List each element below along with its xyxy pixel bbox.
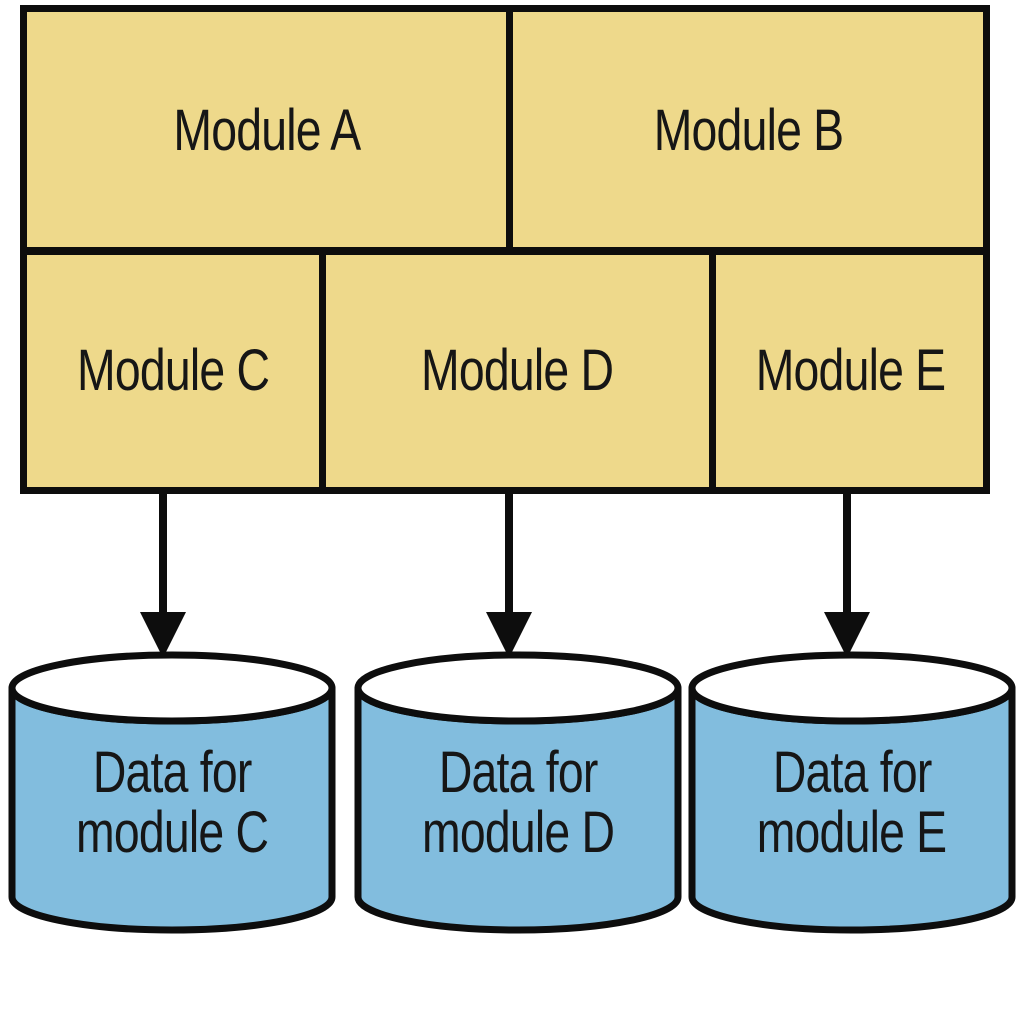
module-d-box: Module D bbox=[326, 255, 709, 486]
arrow-head-icon bbox=[824, 612, 870, 658]
datastore-d-label: Data for module D bbox=[358, 738, 678, 868]
module-d-label: Module D bbox=[421, 338, 614, 403]
datastore-e-label: Data for module E bbox=[692, 738, 1012, 868]
divider-module-d-e bbox=[709, 255, 716, 494]
module-a-box: Module A bbox=[27, 13, 506, 247]
arrow-module-c-to-datastore-c bbox=[140, 490, 186, 658]
datastore-cylinder-c bbox=[8, 651, 336, 934]
cylinder-top bbox=[354, 651, 682, 725]
module-b-label: Module B bbox=[654, 97, 844, 163]
arrow-head-icon bbox=[486, 612, 532, 658]
arrow-module-e-to-datastore-e bbox=[824, 490, 870, 658]
divider-row-1-2 bbox=[20, 247, 990, 255]
datastore-c-label-line1: Data for bbox=[92, 740, 252, 805]
cylinder-top bbox=[688, 651, 1016, 725]
datastore-d-label-line1: Data for bbox=[438, 740, 598, 805]
module-c-label: Module C bbox=[76, 338, 270, 403]
module-e-box: Module E bbox=[716, 255, 985, 486]
cylinder-top bbox=[8, 651, 336, 725]
module-b-box: Module B bbox=[513, 13, 985, 247]
datastore-e-label-line2: module E bbox=[757, 800, 947, 865]
datastore-cylinder-d bbox=[354, 651, 682, 934]
datastore-cylinder-e bbox=[688, 651, 1016, 934]
module-c-box: Module C bbox=[27, 255, 319, 486]
datastore-d-label-line2: module D bbox=[421, 800, 615, 865]
arrow-module-d-to-datastore-d bbox=[486, 490, 532, 658]
module-a-label: Module A bbox=[172, 97, 361, 163]
divider-module-c-d bbox=[319, 255, 326, 494]
divider-module-a-b bbox=[506, 5, 513, 247]
datastore-e-label-line1: Data for bbox=[772, 740, 932, 805]
arrow-head-icon bbox=[140, 612, 186, 658]
datastore-c-label-line2: module C bbox=[75, 800, 269, 865]
module-e-label: Module E bbox=[755, 338, 946, 403]
datastore-c-label: Data for module C bbox=[12, 738, 332, 868]
